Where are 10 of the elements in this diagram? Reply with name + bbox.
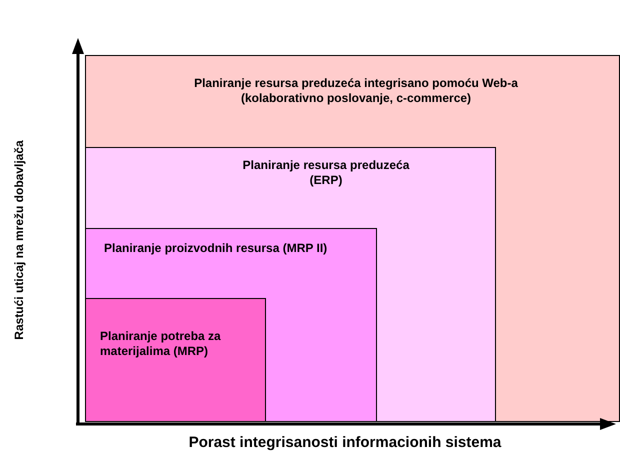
region-box: [85, 147, 496, 422]
region-box: [85, 298, 266, 422]
x-axis-label: Porast integrisanosti informacionih sistema: [188, 434, 502, 451]
region-label: Planiranje resursa preduzeća integrisano pomoću Web-a (kolaborativno poslovanje, c-commerce): [193, 76, 519, 106]
region-label: Planiranje potreba za materijalima (MRP): [100, 329, 222, 359]
region-box: [85, 55, 620, 422]
region-label: Planiranje resursa preduzeća (ERP): [242, 158, 410, 188]
region-box: [85, 228, 377, 422]
y-axis-label: Rastući uticaj na mrežu dobavljača: [12, 140, 26, 340]
region-label: Planiranje proizvodnih resursa (MRP II): [104, 241, 328, 256]
